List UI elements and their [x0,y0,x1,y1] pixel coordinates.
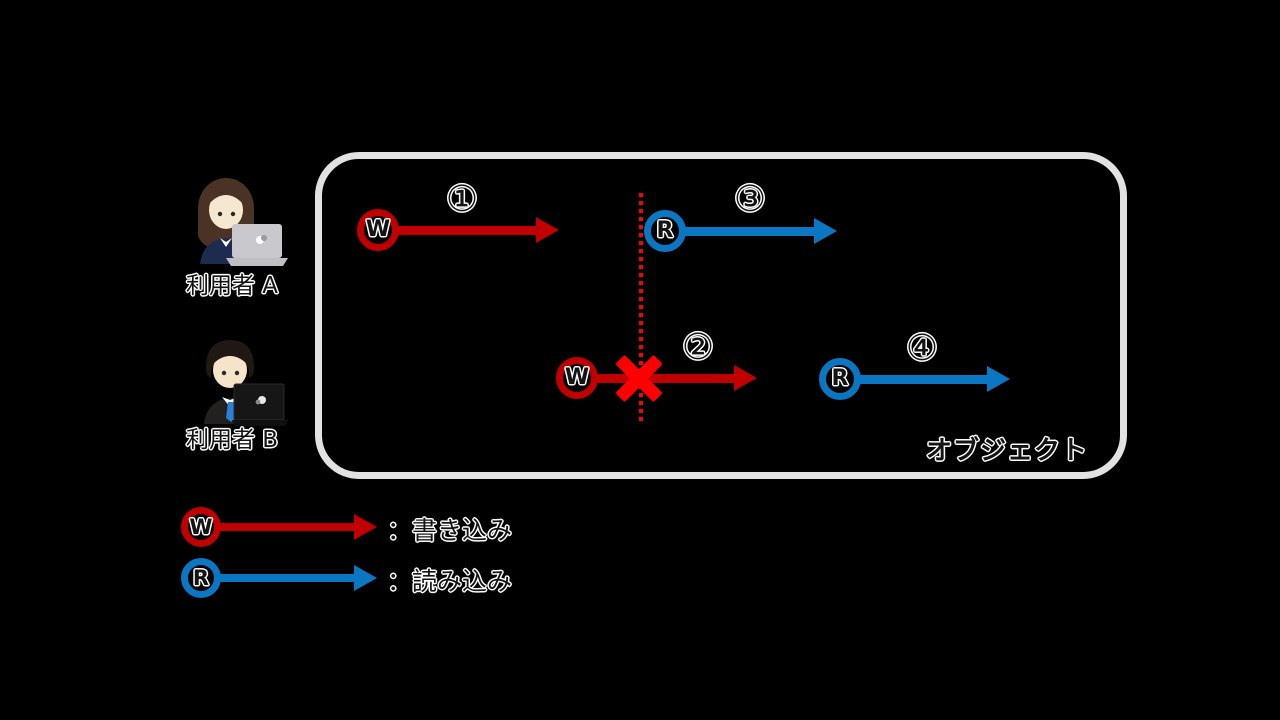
legend-write-label: ：書き込み [387,516,513,545]
legend-read-marker: R [181,558,221,598]
op4-read-marker: R [819,358,861,400]
op4-badge: ④ [905,328,939,369]
legend-write-letter: W [189,514,213,539]
legend-read-arrow [219,574,354,582]
op4-read-arrow-head [987,366,1010,392]
op3-read-marker: R [644,210,686,252]
legend-write-arrow [219,523,354,531]
op2-badge: ② [681,327,715,368]
blocked-x-icon [614,353,664,403]
legend-read-label: ：読み込み [387,567,513,596]
user-a-label: 利用者 A [186,273,279,299]
op2-write-arrow-head [734,365,757,391]
op3-read-arrow-head [814,218,837,244]
op2-letter: W [564,365,590,390]
user-b-icon [204,340,288,426]
legend-write-arrow-head [354,514,377,540]
op1-write-arrow [397,226,536,235]
op4-letter: R [831,366,849,391]
op1-write-marker: W [357,209,399,251]
legend-write-marker: W [181,507,221,547]
object-box [315,152,1127,479]
op4-read-arrow [859,375,987,384]
op3-badge: ③ [733,179,767,220]
dotted-boundary-line [639,193,643,425]
op2-write-arrow [596,374,734,383]
op1-badge: ① [445,179,479,220]
op3-read-arrow [684,227,814,236]
object-box-label: オブジェクト [926,436,1089,466]
op1-letter: W [365,217,391,242]
user-b-label: 利用者 B [186,427,279,453]
op1-write-arrow-head [536,217,559,243]
op3-letter: R [656,218,674,243]
legend-read-arrow-head [354,565,377,591]
user-a-icon [198,178,288,266]
legend-read-letter: R [192,565,210,590]
op2-write-marker: W [556,357,598,399]
